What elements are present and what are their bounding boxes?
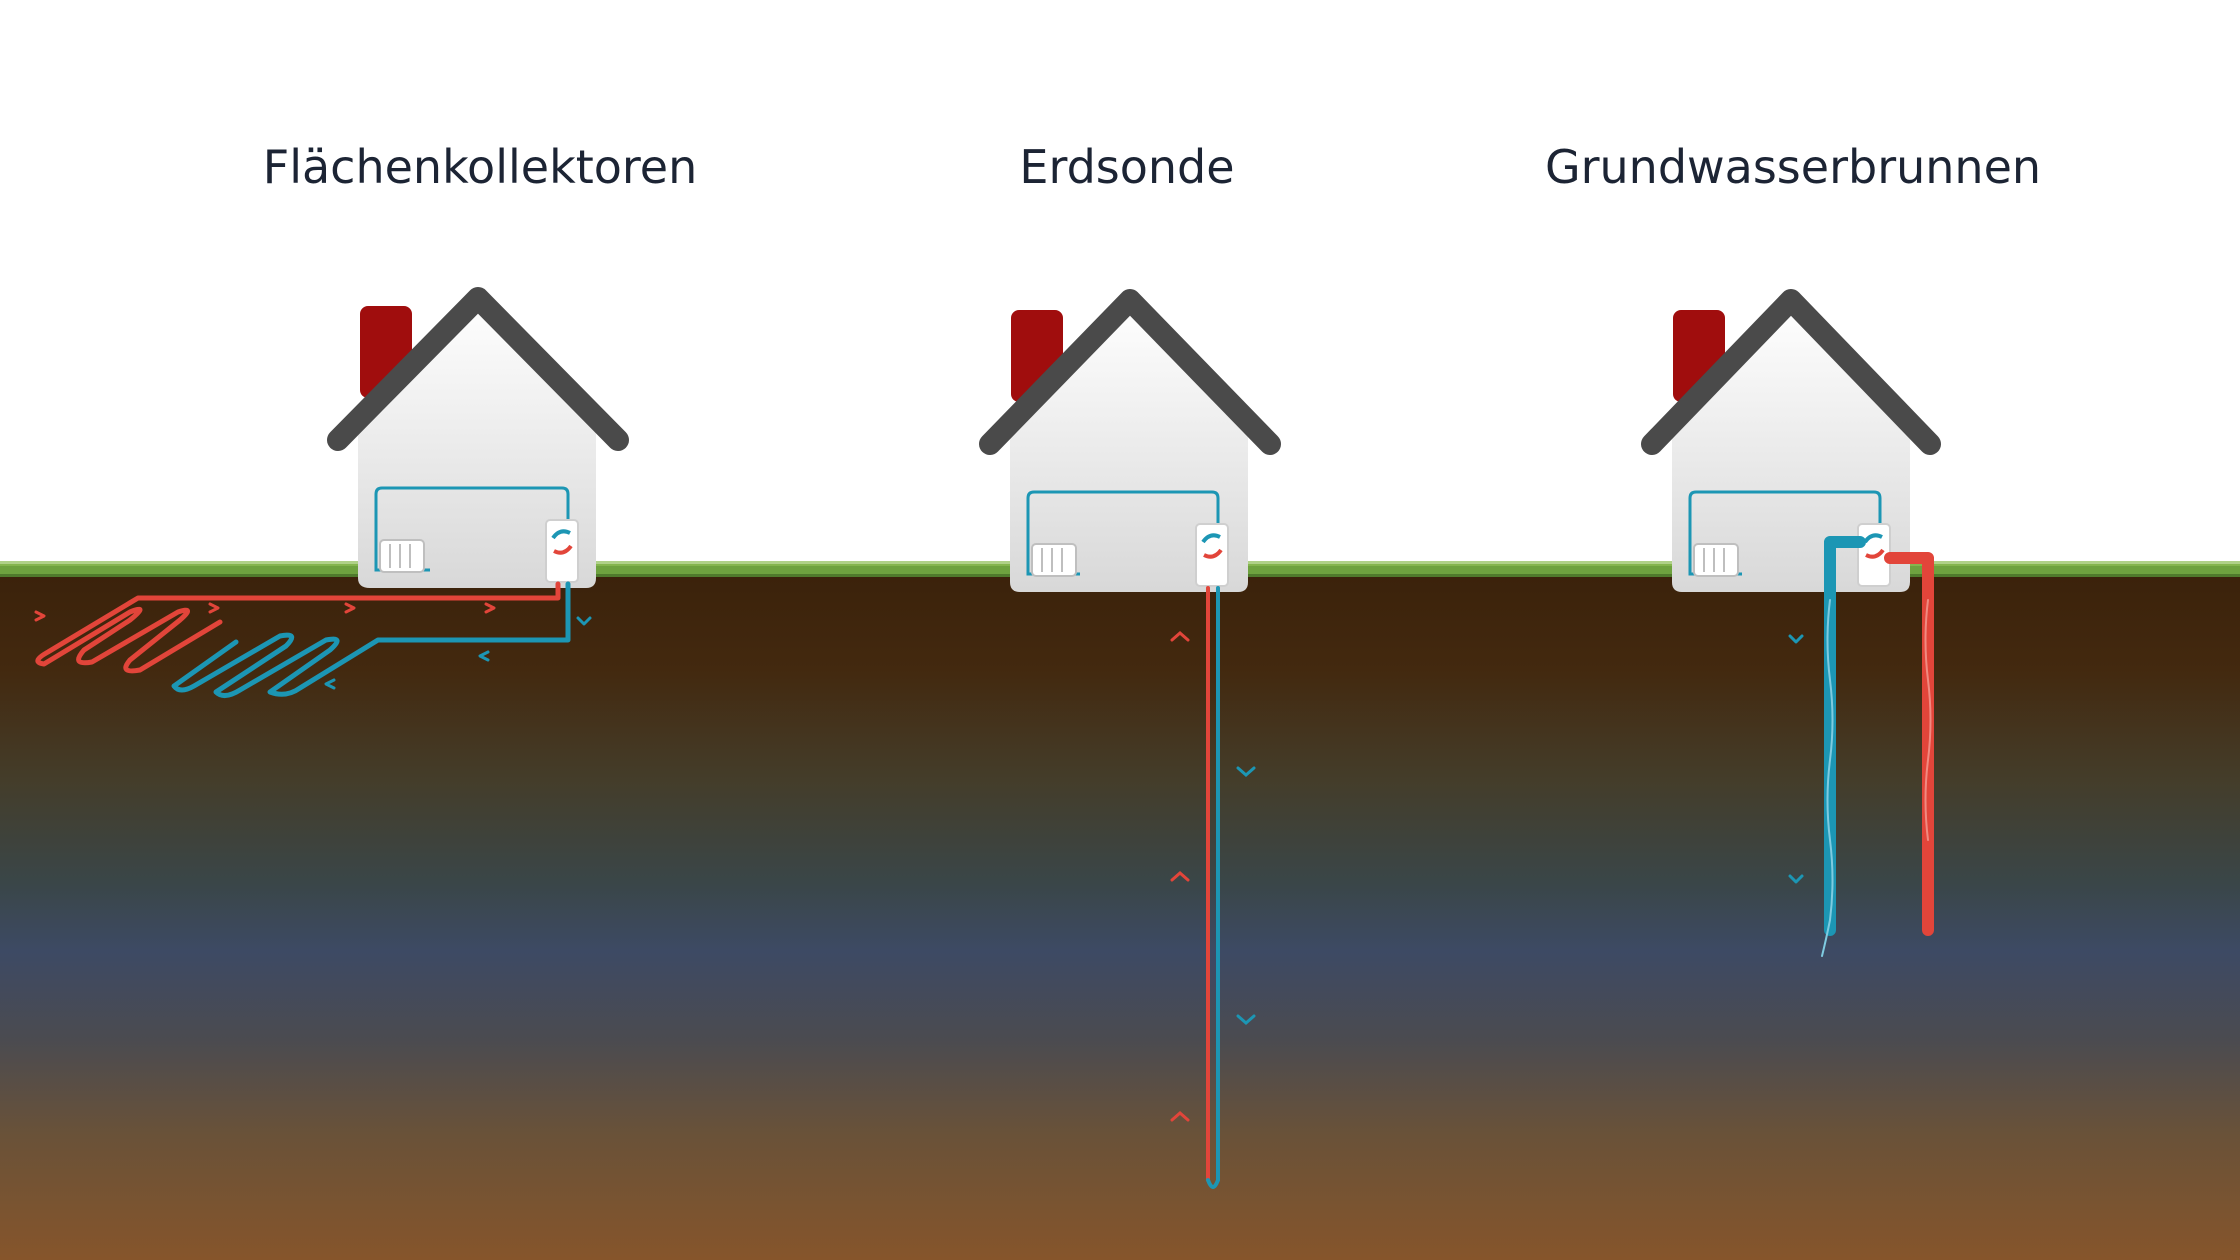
- title-grundwasserbrunnen: Grundwasserbrunnen: [1544, 140, 2042, 194]
- heat-pump-icon: [545, 519, 579, 583]
- radiator-icon: [1693, 543, 1739, 577]
- house-icon: [979, 289, 1281, 592]
- flaechenkollektor-pipes: [34, 581, 592, 698]
- radiator-icon: [1031, 543, 1077, 577]
- erdsonde-probe: [1170, 586, 1256, 1189]
- radiator-icon: [379, 539, 425, 573]
- heat-pump-icon: [1195, 523, 1229, 587]
- grundwasser-wells: [1788, 536, 1934, 957]
- title-erdsonde: Erdsonde: [1019, 140, 1235, 194]
- house-icon: [1641, 289, 1941, 592]
- soil-layer: [0, 574, 2240, 1260]
- house-icon: [327, 287, 629, 588]
- title-flaechenkollektoren: Flächenkollektoren: [262, 140, 698, 194]
